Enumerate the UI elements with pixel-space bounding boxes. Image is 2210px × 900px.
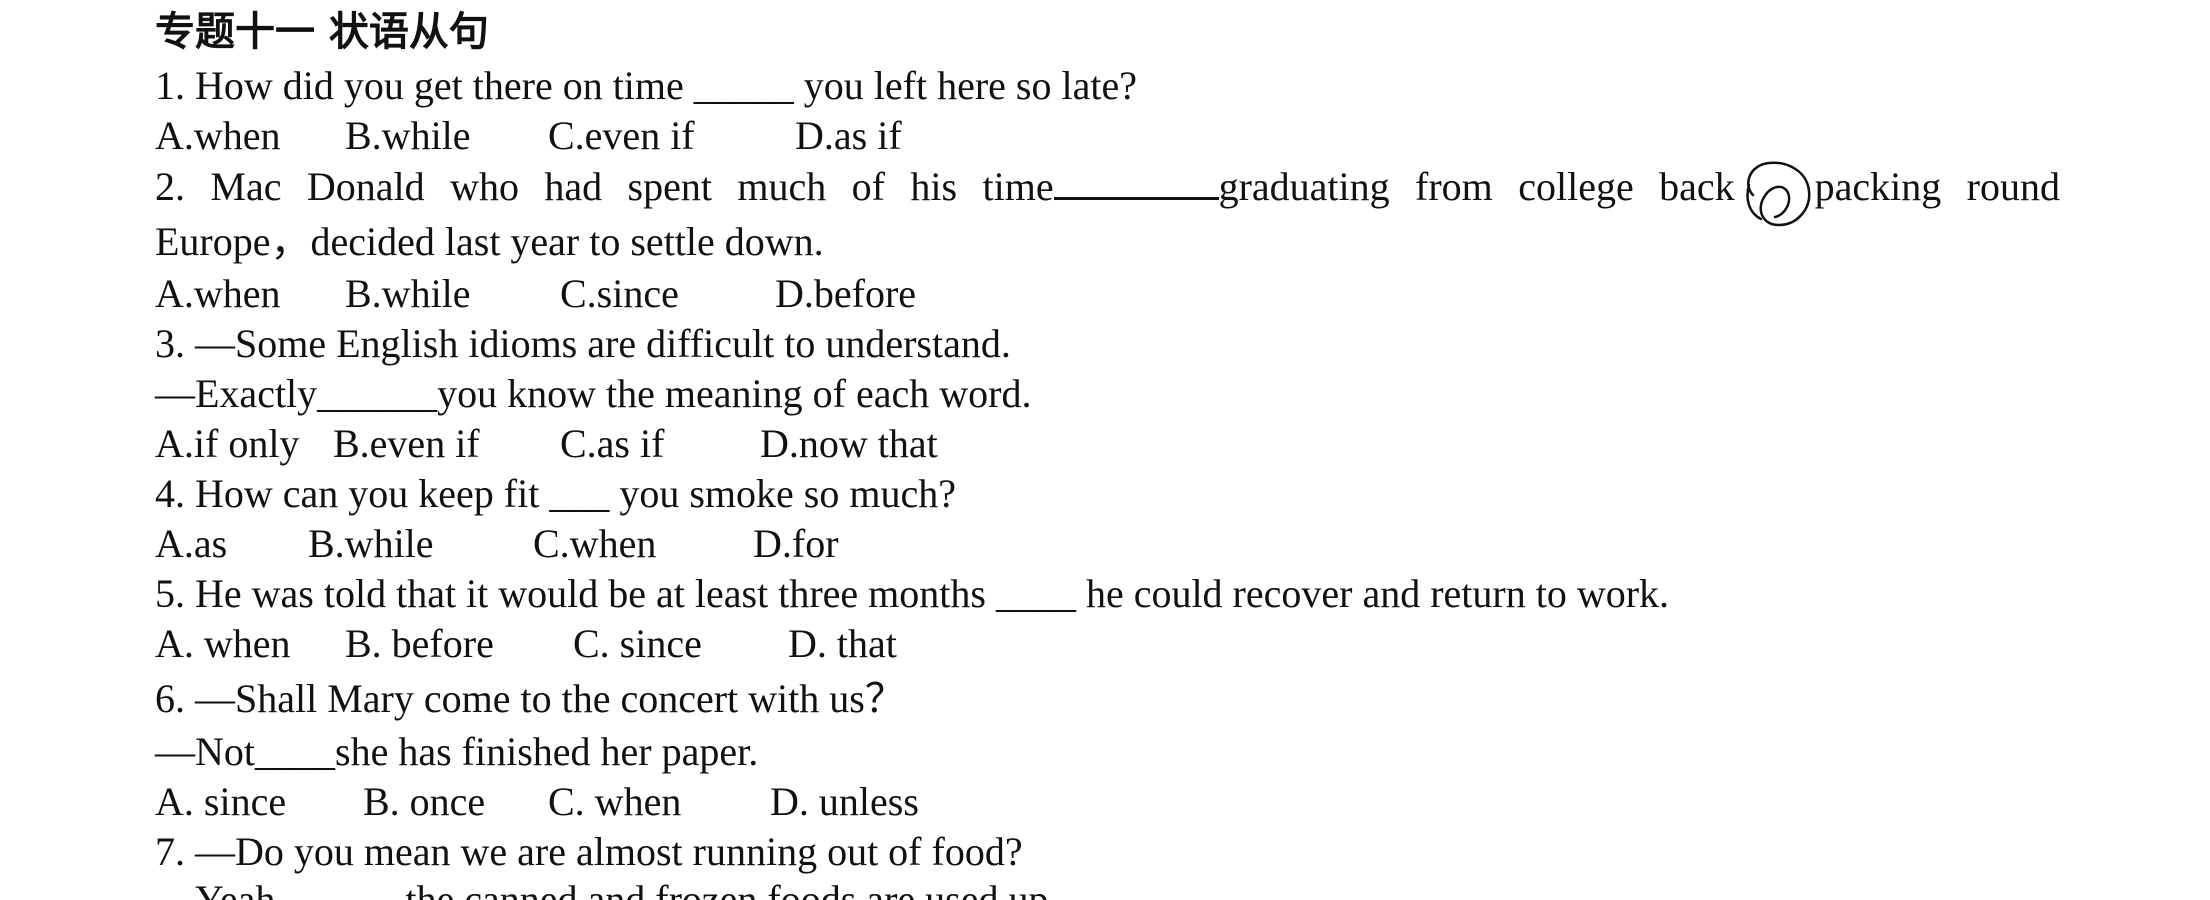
question-4-option-b: B.while xyxy=(308,521,434,566)
question-4-option-d: D.for xyxy=(753,521,839,566)
question-2-stem: 2. Mac Donald who had spent much of his … xyxy=(155,161,2060,227)
question-7-stem-line2: —Yeah, _____ the canned and frozen foods… xyxy=(155,877,1059,900)
question-5-option-c: C. since xyxy=(573,621,702,666)
question-2-option-c: C.since xyxy=(560,271,679,316)
question-3-stem-line2: —Exactly______you know the meaning of ea… xyxy=(155,371,1032,416)
question-5-stem: 5. He was told that it would be at least… xyxy=(155,571,1670,616)
question-5-option-a: A. when xyxy=(155,621,291,666)
question-4-options: A.as B.while C.when D.for xyxy=(155,520,1155,568)
question-1-option-b: B.while xyxy=(345,113,471,158)
question-2-blank xyxy=(1053,167,1219,200)
question-7-stem: 7. —Do you mean we are almost running ou… xyxy=(155,829,1023,874)
question-3-option-b: B.even if xyxy=(333,421,480,466)
question-6-stem: 6. —Shall Mary come to the concert with … xyxy=(155,676,905,721)
question-4-stem: 4. How can you keep fit ___ you smoke so… xyxy=(155,471,956,516)
question-5-option-b: B. before xyxy=(345,621,494,666)
question-5-option-d: D. that xyxy=(788,621,897,666)
question-2-stem-part3: packing round xyxy=(1814,164,2060,209)
question-5-options: A. when B. before C. since D. that xyxy=(155,620,1155,668)
question-6-option-c: C. when xyxy=(548,779,682,824)
question-1-stem: 1. How did you get there on time _____ y… xyxy=(155,63,1137,108)
question-2-stem-line2: Europe，decided last year to settle down. xyxy=(155,219,824,264)
question-3-stem: 3. —Some English idioms are difficult to… xyxy=(155,321,1011,366)
question-3-option-d: D.now that xyxy=(760,421,938,466)
question-6-option-a: A. since xyxy=(155,779,287,824)
question-1-option-a: A.when xyxy=(155,113,281,158)
question-2-option-d: D.before xyxy=(775,271,917,316)
question-3-option-c: C.as if xyxy=(560,421,665,466)
question-4-option-c: C.when xyxy=(533,521,657,566)
question-2-stem-part2: graduating from college back xyxy=(1218,164,1735,209)
question-6-stem-line2: —Not____she has finished her paper. xyxy=(155,729,759,774)
question-3-options: A.if only B.even if C.as if D.now that xyxy=(155,420,1155,468)
question-4-option-a: A.as xyxy=(155,521,228,566)
question-3-option-a: A.if only xyxy=(155,421,300,466)
question-2-options: A.when B.while C.since D.before xyxy=(155,270,1155,318)
page-title: 专题十一 状语从句 xyxy=(155,9,489,55)
question-2-stem-part1: 2. Mac Donald who had spent much of his … xyxy=(155,164,1054,209)
question-6-option-d: D. unless xyxy=(770,779,919,824)
question-6-option-b: B. once xyxy=(363,779,486,824)
question-1-option-c: C.even if xyxy=(548,113,695,158)
question-2-option-a: A.when xyxy=(155,271,281,316)
question-6-options: A. since B. once C. when D. unless xyxy=(155,778,1155,826)
handwritten-circle-mark xyxy=(1735,161,1815,227)
question-1-option-d: D.as if xyxy=(795,113,902,158)
question-1-options: A.when B.while C.even if D.as if xyxy=(155,112,1155,160)
question-2-option-b: B.while xyxy=(345,271,471,316)
